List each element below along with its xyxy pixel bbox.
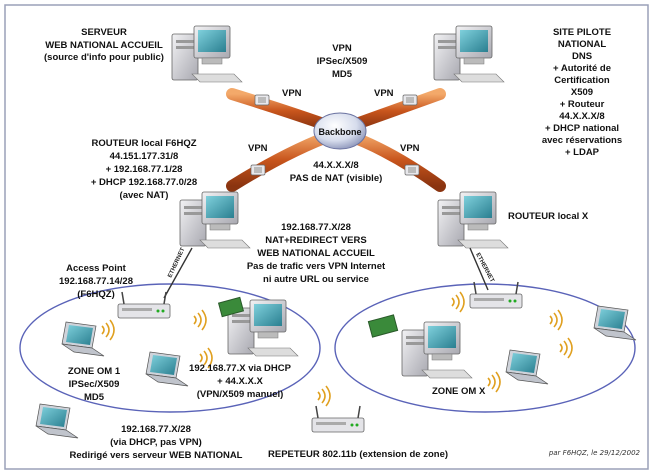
zone-om1-ellipse xyxy=(19,283,321,413)
bottom-left-line: (via DHCP, pas VPN) xyxy=(110,437,202,448)
wifi-wave-icon xyxy=(451,291,465,313)
backbone-label: Backbone xyxy=(318,127,361,137)
nat-redirect-line: WEB NATIONAL ACCUEIL xyxy=(257,248,375,259)
zone-om1-line: IPSec/X509 xyxy=(69,379,120,390)
ethernet-cable-right xyxy=(469,247,489,291)
router-x-computer xyxy=(437,191,509,249)
ethernet-label-right: ETHERNET xyxy=(474,252,495,284)
server-title-line: (source d'info pour public) xyxy=(44,52,164,63)
site-pilote-line: + DHCP national xyxy=(545,123,619,134)
nat-redirect-line: NAT+REDIRECT VERS xyxy=(265,235,366,246)
nat-redirect-label: 192.168.77.X/28 NAT+REDIRECT VERS WEB NA… xyxy=(247,222,386,285)
site-pilote-line: X509 xyxy=(571,87,593,98)
wifi-card-icon xyxy=(217,296,245,318)
standalone-laptop xyxy=(35,403,79,439)
access-point-line: 192.168.77.14/28 xyxy=(59,276,133,287)
vpn-label: VPN xyxy=(248,143,268,154)
router-f6hqz-computer xyxy=(179,191,251,249)
backbone-tubes xyxy=(226,88,446,192)
zone-om1-line: MD5 xyxy=(84,392,105,403)
bottom-left-line: Redirigé vers serveur WEB NATIONAL xyxy=(70,450,243,461)
zone-omx-laptop xyxy=(593,305,637,341)
access-point-label: Access Point 192.168.77.14/28 (F6HQZ) xyxy=(59,263,133,300)
connector-plug xyxy=(404,164,420,176)
wifi-wave-icon xyxy=(193,309,207,331)
site-pilote-line: 44.X.X.X/8 xyxy=(559,111,604,122)
wifi-card-icon xyxy=(367,314,399,338)
site-pilote-line: avec réservations xyxy=(542,135,622,146)
backbone-net-line: 44.X.X.X/8 xyxy=(313,160,358,171)
zone-omx-label: ZONE OM X xyxy=(432,386,486,397)
connector-plug xyxy=(402,94,418,106)
site-pilote-computer xyxy=(433,25,505,83)
nat-redirect-line: Pas de trafic vers VPN Internet xyxy=(247,261,386,272)
site-pilote-line: + Routeur xyxy=(560,99,605,110)
zone-om1-label: ZONE OM 1 IPSec/X509 MD5 xyxy=(68,366,121,403)
site-pilote-line: + Autorité de xyxy=(553,63,611,74)
access-point-x-device xyxy=(469,281,523,309)
vpn-top-line: MD5 xyxy=(332,69,353,80)
access-point-device xyxy=(117,291,171,319)
dhcp-client-line: (VPN/X509 manuel) xyxy=(197,389,284,400)
diagram-frame xyxy=(4,4,649,470)
backbone-hub xyxy=(313,112,367,150)
access-point-line: Access Point xyxy=(66,263,126,274)
router-f6hqz-line: (avec NAT) xyxy=(120,190,169,201)
zone-omx-desktop xyxy=(401,321,473,379)
zone-om1-laptop xyxy=(61,321,105,357)
vpn-label: VPN xyxy=(282,88,302,99)
access-point-line: (F6HQZ) xyxy=(77,289,114,300)
repeater-device xyxy=(311,405,365,433)
router-f6hqz-line: + DHCP 192.168.77.0/28 xyxy=(91,177,197,188)
repeater-label: REPETEUR 802.11b (extension de zone) xyxy=(268,449,448,460)
zone-omx-pda xyxy=(505,349,549,385)
wifi-wave-icon xyxy=(317,385,331,407)
server-label: SERVEUR WEB NATIONAL ACCUEIL (source d'i… xyxy=(44,27,164,63)
dhcp-client-line: 192.168.77.X via DHCP xyxy=(189,363,292,374)
vpn-label: VPN xyxy=(400,143,420,154)
nat-redirect-line: 192.168.77.X/28 xyxy=(281,222,351,233)
router-x-label: ROUTEUR local X xyxy=(508,211,589,222)
router-f6hqz-label: ROUTEUR local F6HQZ 44.151.177.31/8 + 19… xyxy=(91,138,197,201)
web-server-computer xyxy=(171,25,243,83)
dhcp-client-line: + 44.X.X.X xyxy=(217,376,263,387)
bottom-left-line: 192.168.77.X/28 xyxy=(121,424,191,435)
zone-om1-line: ZONE OM 1 xyxy=(68,366,121,377)
ethernet-cable-left xyxy=(163,247,193,299)
server-title-line: WEB NATIONAL ACCUEIL xyxy=(45,40,163,51)
site-pilote-line: NATIONAL xyxy=(558,39,607,50)
router-f6hqz-line: 44.151.177.31/8 xyxy=(110,151,179,162)
wifi-wave-icon xyxy=(487,371,501,393)
vpn-label: VPN xyxy=(374,88,394,99)
router-f6hqz-line: ROUTEUR local F6HQZ xyxy=(91,138,196,149)
dhcp-client-label: 192.168.77.X via DHCP + 44.X.X.X (VPN/X5… xyxy=(189,363,292,400)
backbone-net-label: 44.X.X.X/8 PAS de NAT (visible) xyxy=(290,160,383,184)
credit-label: par F6HQZ, le 29/12/2002 xyxy=(548,449,641,457)
zone-om1-laptop-2 xyxy=(145,351,189,387)
wifi-wave-icon xyxy=(101,319,115,341)
site-pilote-line: DNS xyxy=(572,51,592,62)
vpn-top-label: VPN IPSec/X509 MD5 xyxy=(317,43,368,80)
server-title-line: SERVEUR xyxy=(81,27,127,38)
nat-redirect-line: ni autre URL ou service xyxy=(263,274,369,285)
site-pilote-line: + LDAP xyxy=(565,147,600,158)
backbone-net-line: PAS de NAT (visible) xyxy=(290,173,383,184)
connector-plug xyxy=(254,94,270,106)
router-f6hqz-line: + 192.168.77.1/28 xyxy=(106,164,183,175)
connector-plug xyxy=(250,164,266,176)
site-pilote-line: Certification xyxy=(554,75,610,86)
bottom-left-label: 192.168.77.X/28 (via DHCP, pas VPN) Redi… xyxy=(70,424,243,461)
vpn-top-line: IPSec/X509 xyxy=(317,56,368,67)
site-pilote-label: SITE PILOTE NATIONAL DNS + Autorité de C… xyxy=(542,27,622,158)
site-pilote-line: SITE PILOTE xyxy=(553,27,611,38)
wifi-wave-icon xyxy=(559,337,573,359)
wifi-wave-icon xyxy=(549,309,563,331)
vpn-top-line: VPN xyxy=(332,43,352,54)
